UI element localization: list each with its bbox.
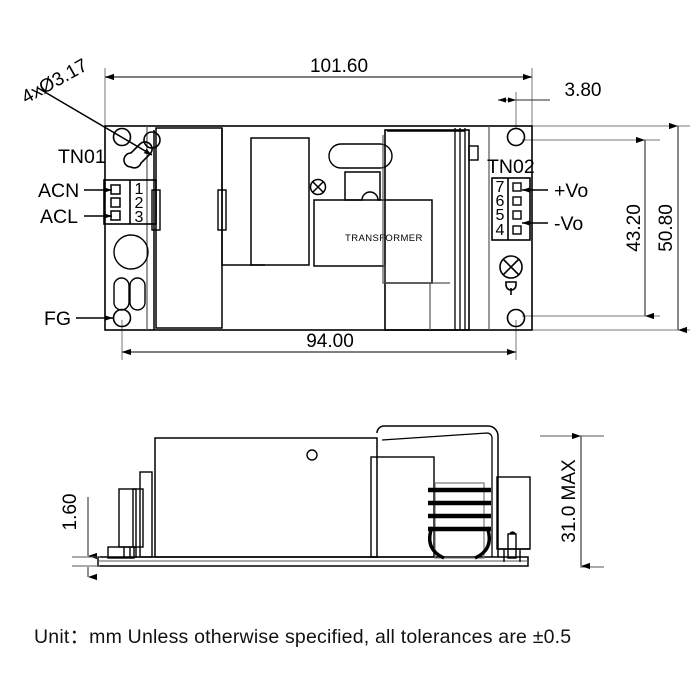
connector-tn02 <box>491 177 531 241</box>
tn02-pin-5: 5 <box>496 207 505 224</box>
capacitor-round <box>113 234 149 270</box>
tn01-pin-3: 3 <box>135 209 144 226</box>
test-point-icon <box>309 178 327 196</box>
label-tn01: TN01 <box>58 146 106 168</box>
side-view: 1.60 31.0 MAX <box>60 425 604 581</box>
dim-edge-to-hole-text: 3.80 <box>565 80 602 101</box>
label-fg: FG <box>44 308 71 330</box>
side-bracket-outer <box>376 425 499 557</box>
dim-overall-length-text: 101.60 <box>310 56 368 77</box>
side-step-block <box>370 456 435 558</box>
side-coil <box>428 482 491 560</box>
dim-pcb-thickness-text: 1.60 <box>60 494 81 531</box>
dimension-max-height <box>540 432 604 570</box>
side-connector-tn02 <box>496 476 531 562</box>
extension-lines <box>104 68 690 360</box>
oval-pad-right <box>129 277 146 311</box>
tn01-pin-2: 2 <box>135 195 144 212</box>
component-tab-a1 <box>151 189 161 231</box>
label-vo-negative: -Vo <box>554 213 583 235</box>
dim-max-height-text: 31.0 MAX <box>559 459 580 543</box>
side-body-hole <box>306 449 318 461</box>
mounting-hole-top-left <box>112 127 132 147</box>
choke-capsule <box>328 143 393 169</box>
label-tn02: TN02 <box>487 156 535 178</box>
side-main-block <box>154 437 378 558</box>
dim-hole-pitch-x-text: 94.00 <box>306 331 354 352</box>
label-vo-positive: +Vo <box>554 180 588 202</box>
secondary-hole <box>143 131 161 149</box>
connector-tn01 <box>103 179 157 225</box>
transformer-label: TRANSFORMER <box>345 233 423 244</box>
component-block-c <box>250 137 310 266</box>
leader-mounting-holes-text: 4xØ3.17 <box>18 55 91 108</box>
component-block-a <box>155 127 223 329</box>
top-view: 101.60 3.80 94.00 43.20 50.80 <box>18 55 690 360</box>
tn01-pin-1: 1 <box>135 181 144 198</box>
tn02-pin-6: 6 <box>496 193 505 210</box>
earth-ground-icon <box>499 255 523 295</box>
slot-hole <box>123 141 153 169</box>
label-acn: ACN <box>38 180 79 202</box>
tn02-pin-4: 4 <box>496 222 505 239</box>
side-connector-tn01 <box>107 471 153 559</box>
leader-mounting-holes <box>37 87 153 156</box>
mounting-hole-top-right <box>506 127 526 147</box>
dimension-pcb-thickness <box>72 497 100 581</box>
unit-tolerance-note: Unit：mm Unless otherwise specified, all … <box>34 626 572 648</box>
dim-hole-pitch-y-text: 43.20 <box>624 204 645 252</box>
pcb-outline-top <box>104 125 533 331</box>
oval-pad-left <box>113 277 130 311</box>
mounting-hole-bottom-right <box>506 308 526 328</box>
heatsink-stack <box>382 128 479 331</box>
component-outline-b <box>221 128 265 266</box>
side-bracket-inner <box>381 432 493 557</box>
label-acl: ACL <box>40 206 78 228</box>
component-notched <box>344 171 381 201</box>
tn02-pin-7: 7 <box>496 179 505 196</box>
dim-overall-width-text: 50.80 <box>656 204 677 252</box>
